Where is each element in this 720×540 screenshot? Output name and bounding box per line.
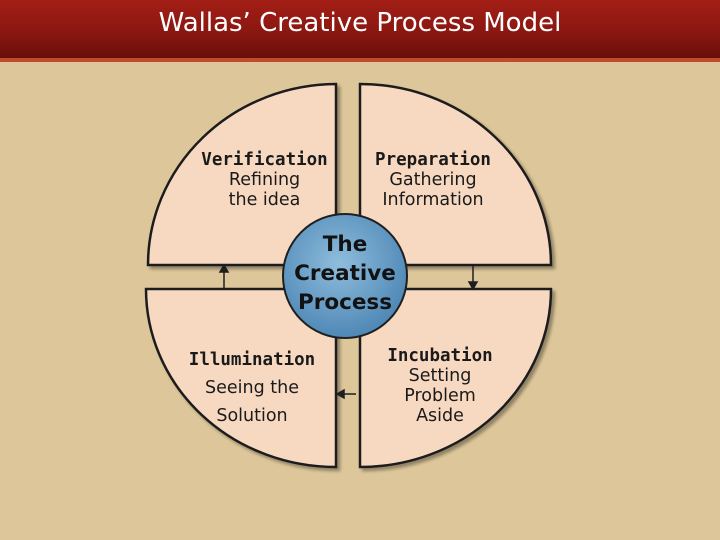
- preparation-desc-line-1: Gathering: [389, 170, 477, 190]
- arrow-incubation-to-illumination: [335, 388, 356, 400]
- title-bar: Wallas’ Creative Process Model: [0, 0, 720, 62]
- center-line-1: The: [322, 232, 368, 257]
- center-line-3: Process: [297, 290, 393, 315]
- verification-stage-label: Verification: [201, 150, 328, 170]
- center-circle: [282, 213, 408, 339]
- illumination-desc-line-2: Solution: [216, 406, 288, 426]
- incubation-stage-label: Incubation: [387, 346, 493, 366]
- arrow-illumination-to-verification: [218, 263, 230, 289]
- center-label: The Creative Process: [278, 230, 412, 317]
- center-line-2: Creative: [294, 261, 396, 286]
- verification-text: Verification Refining the idea: [192, 150, 337, 210]
- incubation-desc-line-1: Setting: [408, 366, 472, 386]
- preparation-stage-label: Preparation: [375, 150, 491, 170]
- preparation-quadrant: [358, 82, 553, 267]
- arrow-preparation-to-incubation: [467, 265, 479, 291]
- verification-quadrant: [146, 82, 338, 267]
- preparation-text: Preparation Gathering Information: [362, 150, 504, 210]
- verification-desc-line-1: Refining: [228, 170, 301, 190]
- preparation-desc-line-2: Information: [382, 190, 484, 210]
- illumination-stage-label: Illumination: [188, 350, 316, 370]
- illumination-quadrant: [144, 287, 338, 469]
- illumination-desc-line-1: Seeing the: [205, 378, 299, 398]
- incubation-desc-line-2: Problem: [404, 386, 476, 406]
- slide-title: Wallas’ Creative Process Model: [158, 8, 562, 38]
- incubation-desc-line-3: Aside: [416, 406, 464, 426]
- illumination-text: Illumination Seeing the Solution: [178, 346, 326, 430]
- verification-desc-line-2: the idea: [228, 190, 301, 210]
- incubation-text: Incubation Setting Problem Aside: [370, 346, 510, 426]
- incubation-quadrant: [358, 287, 553, 469]
